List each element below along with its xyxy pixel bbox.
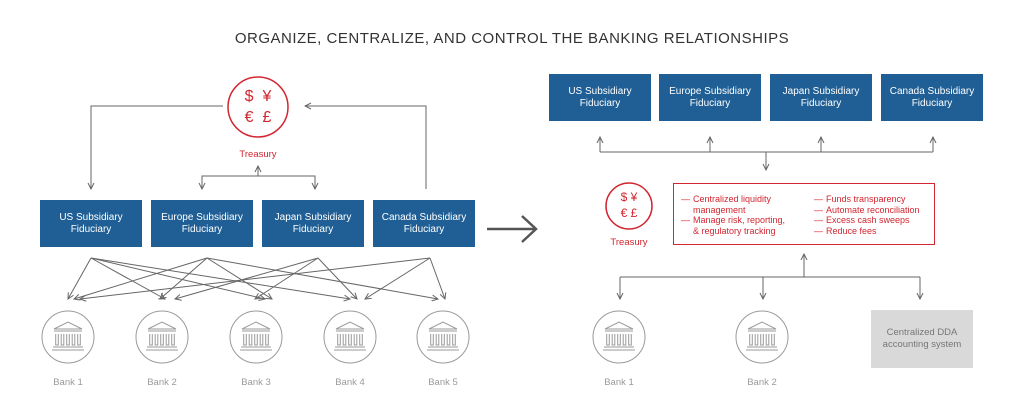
bank-icon [416, 310, 470, 364]
benefit-item: Excess cash sweeps [814, 215, 920, 226]
benefit-item-continued: management [693, 204, 746, 215]
benefit-item-continued: & regulatory tracking [693, 225, 776, 236]
bank-label: Bank 3 [241, 377, 271, 388]
currency-symbols-right: $ ¥ € £ [620, 190, 638, 220]
transition-arrow [487, 215, 538, 243]
bank-label: Bank 5 [428, 377, 458, 388]
bank-icons-right [592, 310, 789, 364]
bank-label: Bank 2 [747, 377, 777, 388]
bank-icon [229, 310, 283, 364]
treasury-label-right: Treasury [610, 237, 648, 248]
benefits-column-left: Centralized liquidity management Manage … [681, 194, 785, 236]
benefit-item: Reduce fees [814, 226, 920, 237]
currency-symbols-left: $ ¥ € £ [244, 88, 272, 126]
bank-label: Bank 2 [147, 377, 177, 388]
bank-icon [592, 310, 646, 364]
benefit-item: Funds transparency [814, 194, 920, 205]
connector-treasury-us [91, 105, 223, 189]
benefit-item: Automate reconciliation [814, 205, 920, 216]
benefits-column-right: Funds transparency Automate reconciliati… [814, 194, 920, 236]
tangled-connections [68, 257, 445, 299]
bank-icon [135, 310, 189, 364]
bank-label: Bank 1 [604, 377, 634, 388]
bank-icon [323, 310, 377, 364]
treasury-label-left: Treasury [239, 149, 277, 160]
benefit-item: Centralized liquidity [681, 194, 785, 205]
connector-europe-japan [201, 175, 316, 188]
bank-label: Bank 1 [53, 377, 83, 388]
diagram-title: ORGANIZE, CENTRALIZE, AND CONTROL THE BA… [234, 30, 790, 47]
benefit-item: Manage risk, reporting, [681, 215, 785, 226]
bank-icons-left [41, 310, 470, 364]
treasury-circle-right [605, 182, 653, 230]
bank-icon [735, 310, 789, 364]
bank-label: Bank 4 [335, 377, 365, 388]
bank-icon [41, 310, 95, 364]
connector-canada-treasury [305, 106, 427, 189]
treasury-circle-left [227, 76, 289, 138]
benefits-box: Centralized liquidity management Manage … [673, 183, 935, 245]
